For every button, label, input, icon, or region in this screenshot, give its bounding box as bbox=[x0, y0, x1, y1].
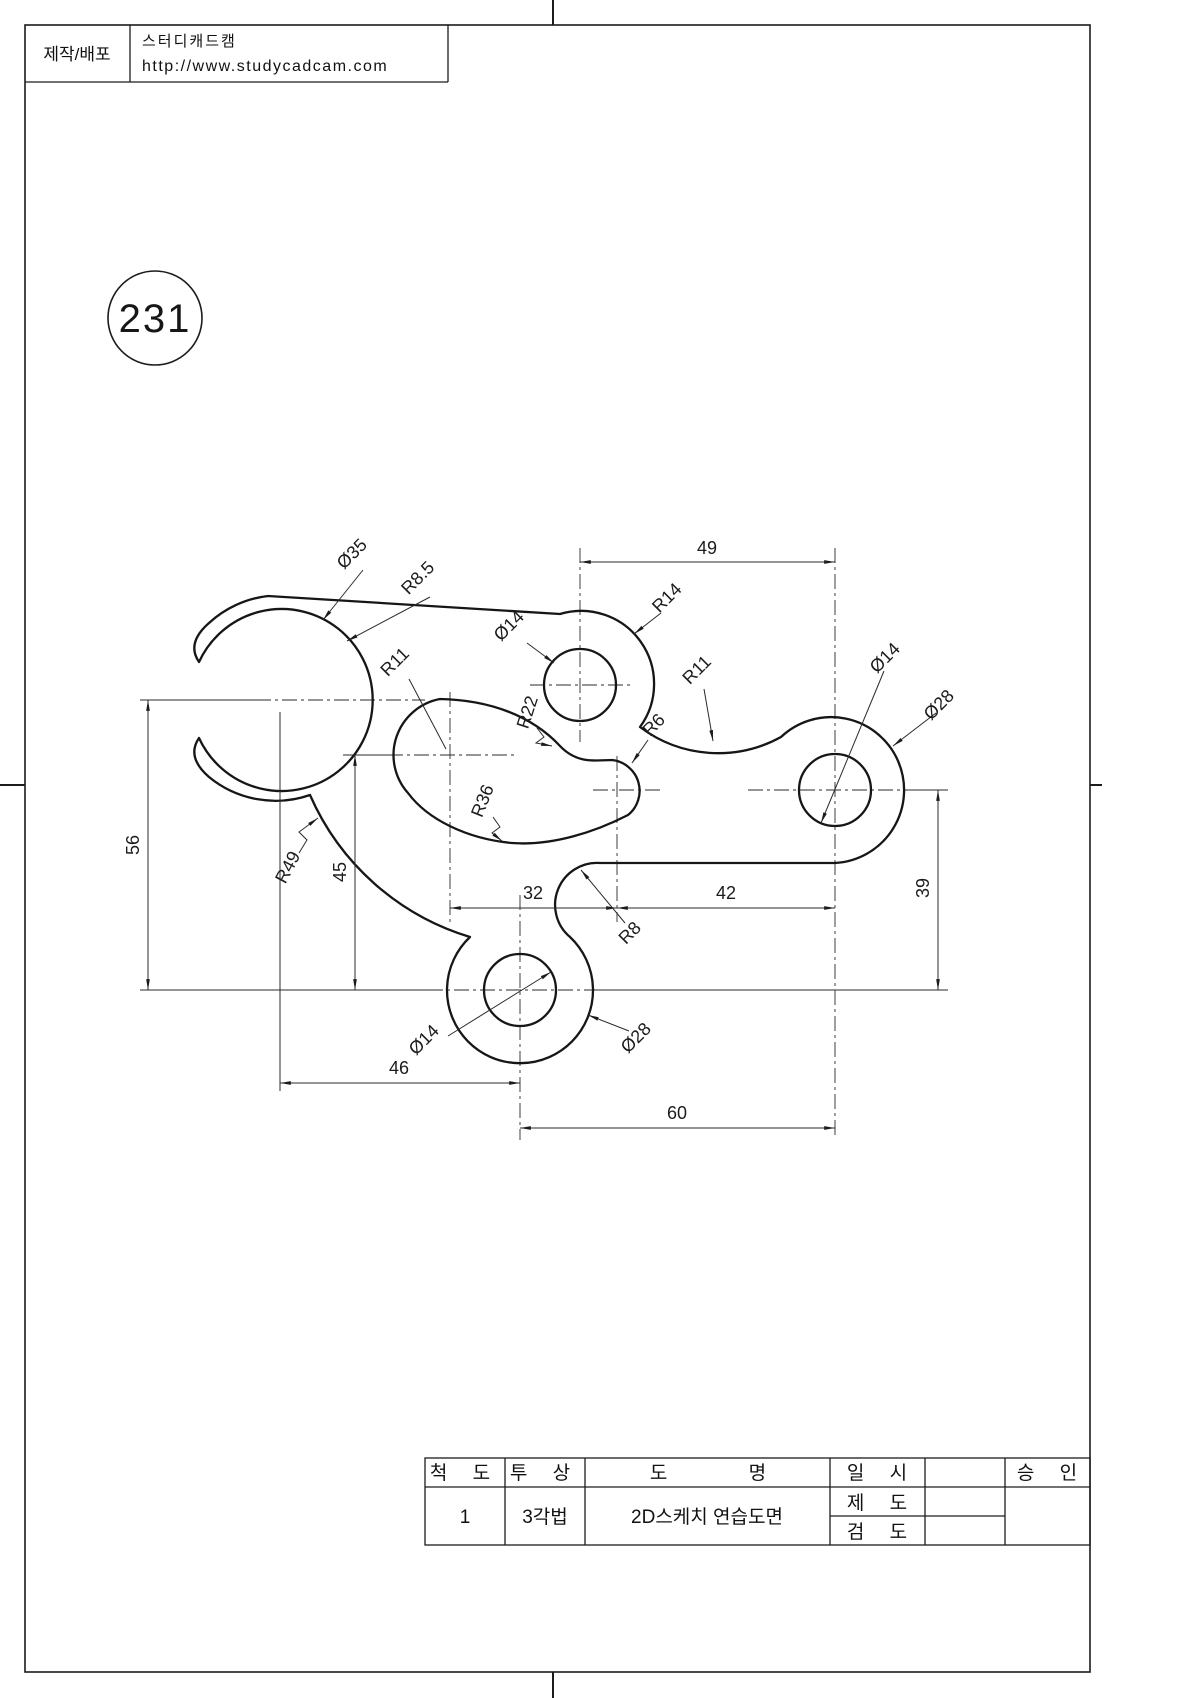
dim-slot-end-r: R6 bbox=[639, 710, 669, 740]
publisher-brand: 스터디캐드캠 bbox=[142, 33, 237, 50]
dim-arc-left: R49 bbox=[271, 848, 304, 887]
draft-label: 제 도 bbox=[847, 1492, 917, 1514]
dim-height-right: 39 bbox=[913, 878, 933, 898]
part-drawing bbox=[193, 594, 906, 1065]
scale-label: 척 도 bbox=[430, 1462, 500, 1484]
hole-top bbox=[542, 647, 618, 723]
hole-right bbox=[797, 752, 873, 828]
dim-slot-left-r: R11 bbox=[376, 643, 413, 680]
scale-value: 1 bbox=[460, 1507, 471, 1528]
dim-boss-right: Ø28 bbox=[920, 686, 958, 724]
extension-lines bbox=[140, 699, 948, 1091]
approve-label: 승 인 bbox=[1017, 1462, 1087, 1484]
hole-bottom bbox=[482, 952, 558, 1028]
sheet-number: 231 bbox=[119, 297, 192, 341]
dim-hole-right: Ø14 bbox=[866, 639, 904, 677]
dim-slot-x1: 32 bbox=[523, 883, 543, 903]
date-label: 일 시 bbox=[847, 1462, 917, 1484]
dim-hole-bottom: Ø14 bbox=[405, 1021, 443, 1059]
projection-label: 투 상 bbox=[510, 1462, 580, 1484]
projection-value: 3각법 bbox=[522, 1506, 568, 1528]
dim-slot-drop: 45 bbox=[330, 862, 350, 882]
name-label: 도 명 bbox=[650, 1462, 804, 1484]
dim-boss-bottom: Ø28 bbox=[617, 1019, 655, 1057]
dim-fillet-right: R11 bbox=[678, 651, 715, 688]
publisher-url: http://www.studycadcam.com bbox=[142, 58, 388, 75]
dim-bottom-w1: 46 bbox=[389, 1058, 409, 1078]
dim-slot-bottom-r: R36 bbox=[467, 782, 498, 820]
dim-slot-top-r: R22 bbox=[513, 693, 542, 731]
dimension-lines: 49 56 45 32 42 39 46 60 bbox=[123, 538, 940, 1130]
dim-bottom-w2: 60 bbox=[667, 1103, 687, 1123]
dim-wrench-bore: Ø35 bbox=[333, 535, 371, 573]
center-lines bbox=[178, 548, 925, 1140]
name-value: 2D스케치 연습도면 bbox=[631, 1506, 783, 1528]
sheet-number-badge: 231 bbox=[107, 270, 203, 366]
part-outline bbox=[193, 594, 906, 1065]
dim-fillet-step: R8 bbox=[615, 918, 645, 948]
dim-fillet-top: R8.5 bbox=[397, 557, 438, 598]
publisher-label: 제작/배포 bbox=[43, 45, 110, 64]
dim-height-left: 56 bbox=[123, 835, 143, 855]
dim-slot-x2: 42 bbox=[716, 883, 736, 903]
badge-circle bbox=[107, 270, 203, 366]
publisher-block: 제작/배포 스터디캐드캠 http://www.studycadcam.com bbox=[25, 25, 449, 83]
dim-top-width: 49 bbox=[697, 538, 717, 558]
title-block: 척 도 투 상 도 명 일 시 승 인 제 도 검 도 1 3각법 2D스케치 … bbox=[424, 1457, 1091, 1546]
leader-annotations: Ø35 R8.5 Ø14 R14 R11 Ø14 Ø28 R11 R22 R6 … bbox=[271, 535, 958, 1059]
dim-boss-top: R14 bbox=[648, 579, 685, 616]
page-frame bbox=[0, 0, 1102, 1698]
slot-cutout bbox=[392, 697, 641, 845]
check-label: 검 도 bbox=[847, 1521, 917, 1543]
